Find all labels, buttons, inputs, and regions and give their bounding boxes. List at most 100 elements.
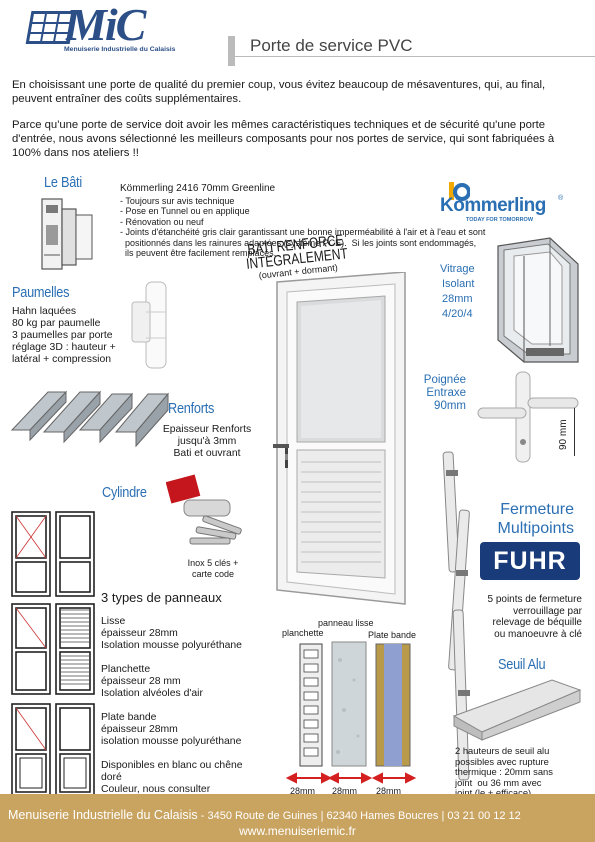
panneau-plate-text: Plate bande épaisseur 28mm isolation mou… [101, 712, 281, 748]
fermeture-title-line2: Multipoints [497, 520, 574, 537]
kommerling-mark-icon [449, 182, 470, 201]
renforts-line: Epaisseur Renforts [162, 424, 252, 435]
renforts-title: Renforts [168, 400, 215, 417]
seuil-line: thermique : 20mm sans [455, 766, 553, 777]
paumelles-line: latéral + compression [12, 354, 112, 365]
kommerling-tagline: TODAY FOR TOMORROW [466, 217, 534, 223]
panneaux-couleur-line: Disponibles en blanc ou chêne [101, 760, 243, 771]
title-underline [235, 56, 595, 57]
seuil-line: 2 hauteurs de seuil alu [455, 745, 550, 756]
panneau-lisse-line: Isolation mousse polyuréthane [101, 640, 242, 651]
sample-dim-1: 28mm [290, 786, 316, 796]
panneaux-couleur-line: Couleur, nous consulter [101, 784, 211, 795]
fermeture-line: relevage de béquille [492, 617, 582, 628]
sample-dim-3: 28mm [376, 786, 402, 796]
bati-line: - Toujours sur avis technique [120, 195, 235, 206]
vitrage-line: 4/20/4 [442, 308, 473, 320]
poignee-line: 90mm [434, 400, 466, 412]
bati-profile-icon [41, 198, 93, 270]
door-handle-icon [477, 371, 579, 463]
seuil-line: possibles avec rupture [455, 755, 549, 767]
fuhr-logo-text: FUHR [493, 547, 567, 575]
fermeture-line: 5 points de fermeture [487, 594, 583, 605]
vitrage-text: Vitrage Isolant 28mm 4/20/4 [440, 262, 482, 322]
kommerling-name: Kömmerling [440, 195, 546, 216]
bati-line: - Joints d'étanchéité gris clair garanti… [120, 227, 486, 237]
cylindre-text: Inox 5 clés + carte code [178, 558, 248, 579]
cylindre-title: Cylindre [102, 484, 147, 501]
panneau-planchette-line: Isolation alvéoles d'air [101, 688, 203, 699]
cylindre-line: carte code [191, 568, 235, 579]
fermeture-text: 5 points de fermeture verrouillage par r… [470, 594, 583, 640]
fuhr-logo: FUHR [480, 542, 580, 580]
panneau-plate-line: isolation mousse polyuréthane [101, 736, 242, 747]
double-glazing-icon [497, 237, 579, 363]
kommerling-logo: Kömmerling ® TODAY FOR TOMORROW [440, 180, 570, 225]
footer-website[interactable]: www.menuiseriemic.fr [239, 824, 356, 838]
page-title: Porte de service PVC [250, 36, 413, 55]
bati-line: - Pose en Tunnel ou en applique [120, 206, 250, 216]
bati-text: Kömmerling 2416 70mm Greenline - Toujour… [120, 183, 540, 259]
multipoint-lock-bars-icon [442, 451, 470, 781]
panneau-lisse-line: Lisse [101, 616, 126, 627]
door-illustration [273, 272, 406, 605]
footer-address: - 3450 Route de Guines | 62340 Hames Bou… [197, 810, 521, 822]
vitrage-line: Vitrage [440, 263, 475, 275]
panel-types-thumbnails [11, 511, 95, 797]
bati-line: ils peuvent être facilement remplacés. [120, 248, 277, 258]
panneau-plate-line: épaisseur 28mm [101, 724, 178, 735]
intro-paragraph-2: Parce qu'une porte de service doit avoir… [12, 119, 555, 159]
seuil-line: joint ou 36 mm avec [455, 776, 542, 788]
intro-text: En choisissant une porte de qualité du p… [12, 78, 582, 172]
bati-line: - Rénovation ou neuf [120, 216, 204, 227]
sample-label-plate: Plate bande [368, 630, 417, 640]
poignee-line: Poignée [423, 374, 466, 386]
poignee-text: Poignée Entraxe 90mm [420, 374, 466, 413]
sample-label-lisse: panneau lisse [318, 618, 374, 628]
logo-tagline: Menuiserie Industrielle du Calaisis [64, 46, 176, 53]
renforts-line: jusqu'à 3mm [177, 436, 237, 447]
title-rule [228, 36, 235, 66]
bati-title: Le Bâti [44, 174, 82, 191]
panneau-planchette-line: Planchette [101, 664, 151, 675]
kommerling-reg: ® [558, 195, 564, 202]
footer-company: Menuiserie Industrielle du Calaisis [8, 808, 198, 822]
sample-dim-2: 28mm [332, 786, 358, 796]
panneau-lisse-text: Lisse épaisseur 28mm Isolation mousse po… [101, 616, 281, 652]
bati-line: positionnés dans les rainures adaptées (… [120, 237, 477, 248]
logo-window-icon [25, 11, 76, 44]
renforts-text: Epaisseur Renforts jusqu'à 3mm Bati et o… [152, 424, 262, 460]
paumelles-text: Hahn laquées 80 kg par paumelle 3 paumel… [12, 306, 152, 366]
company-logo: MiC Menuiserie Industrielle du Calaisis [20, 0, 210, 58]
fermeture-line: ou manoeuvre à clé [494, 628, 582, 640]
cylindre-line: Inox 5 clés + [187, 558, 239, 568]
sample-label-planchette: planchette [282, 628, 324, 638]
fermeture-line: verrouillage par [513, 605, 582, 617]
panneau-plate-line: Plate bande [101, 712, 157, 723]
reinforcement-profiles-icon [10, 390, 170, 448]
fermeture-title-line1: Fermeture [500, 501, 574, 518]
panneau-lisse-line: épaisseur 28mm [101, 628, 178, 639]
bati-profile-title: Kömmerling 2416 70mm Greenline [120, 183, 276, 194]
paumelles-line: Hahn laquées [12, 306, 77, 317]
panneaux-title: 3 types de panneaux [101, 590, 222, 605]
paumelles-title: Paumelles [12, 284, 70, 301]
vitrage-line: 28mm [442, 293, 473, 305]
paumelles-line: 80 kg par paumelle [12, 318, 101, 329]
poignee-dimension: 90 mm [558, 419, 569, 450]
poignee-dimension-line [574, 408, 575, 456]
poignee-line: Entraxe [426, 387, 466, 399]
panel-cross-sections [285, 641, 417, 784]
logo-text: MiC [66, 0, 146, 50]
seuil-title: Seuil Alu [498, 656, 546, 673]
panneaux-couleur-text: Disponibles en blanc ou chêne doré Coule… [101, 760, 281, 796]
panneaux-couleur-line: doré [101, 772, 122, 783]
footer: Menuiserie Industrielle du Calaisis - 34… [0, 794, 595, 842]
seuil-text: 2 hauteurs de seuil alu possibles avec r… [455, 745, 585, 799]
paumelles-line: 3 paumelles par porte [12, 330, 113, 341]
intro-paragraph-1: En choisissant une porte de qualité du p… [12, 79, 546, 105]
panneau-planchette-line: épaisseur 28 mm [101, 676, 181, 687]
vitrage-line: Isolant [442, 278, 475, 290]
fermeture-title: Fermeture Multipoints [484, 500, 574, 538]
hinge-icon [131, 281, 167, 369]
